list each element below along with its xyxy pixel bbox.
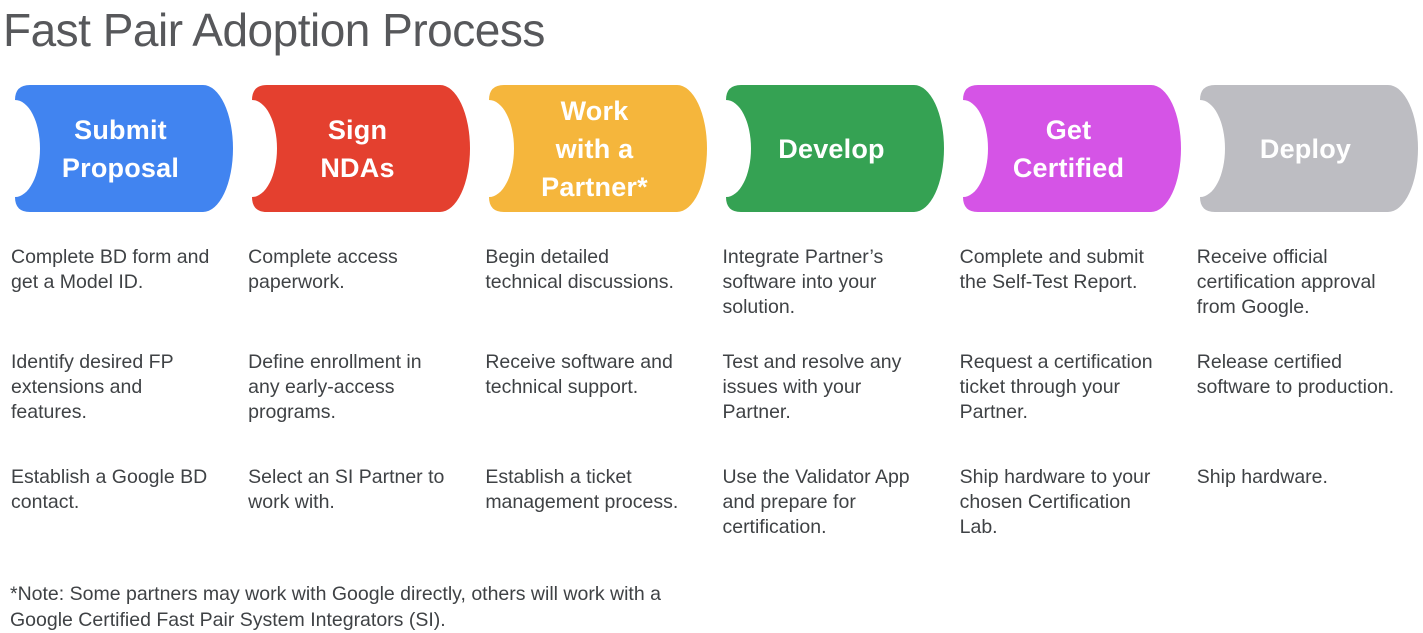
- step-text: Begin detailed technical discussions.: [485, 246, 674, 293]
- step-text: Define enrollment in any early-access pr…: [248, 351, 422, 423]
- stage-shape: [726, 85, 944, 212]
- step-text: Establish a Google BD contact.: [11, 466, 208, 513]
- stage-label-line: NDAs: [320, 152, 395, 183]
- stage-label-line: Get: [1045, 114, 1092, 145]
- stage-label-line: Certified: [1012, 152, 1125, 183]
- step-text: Identify desired FP extensions and featu…: [11, 351, 174, 423]
- footnote: *Note: Some partners may work with Googl…: [10, 581, 661, 633]
- step-text: Integrate Partner’s software into your s…: [722, 246, 884, 318]
- stage-label-line: with a: [555, 133, 634, 164]
- step-text: Request a certification ticket through y…: [959, 351, 1153, 423]
- stage-develop: Develop: [711, 85, 948, 212]
- step-text: Ship hardware.: [1196, 466, 1328, 488]
- footnote-line: *Note: Some partners may work with Googl…: [10, 583, 661, 605]
- stage-label-line: Submit: [74, 114, 167, 145]
- stage-shape-fill: [726, 85, 944, 212]
- step-text: Test and resolve any issues with your Pa…: [722, 351, 902, 423]
- stage-label: Work with a Partner*: [482, 85, 707, 212]
- step-text: Receive software and technical support.: [485, 351, 673, 398]
- stage-label-line: Proposal: [61, 152, 180, 183]
- stage-shape-fill: [1200, 85, 1418, 212]
- stage-label: Develop: [719, 85, 944, 212]
- step-text: Receive official certification approval …: [1196, 246, 1376, 318]
- stage-label: Deploy: [1193, 85, 1418, 212]
- step-text: Complete and submit the Self-Test Report…: [959, 246, 1144, 293]
- step-text: Select an SI Partner to work with.: [248, 466, 445, 513]
- stage-shape: [252, 85, 470, 212]
- step-text: Release certified software to production…: [1196, 351, 1395, 398]
- stage-label-line: Work: [560, 95, 629, 126]
- step-text: Establish a ticket management process.: [485, 466, 679, 513]
- page-title: Fast Pair Adoption Process: [3, 4, 545, 56]
- step-text: Use the Validator App and prepare for ce…: [722, 466, 910, 538]
- stage-shape-fill: [489, 85, 707, 212]
- stage-label-line: Partner*: [541, 171, 648, 202]
- stage-shape: [963, 85, 1181, 212]
- stage-shape-fill: [15, 85, 233, 212]
- step-text: Ship hardware to your chosen Certificati…: [959, 466, 1151, 538]
- stage-shape-fill: [963, 85, 1181, 212]
- stage-shape: [15, 85, 233, 212]
- stage-label-line: Deploy: [1259, 133, 1352, 164]
- step-text: Complete BD form and get a Model ID.: [11, 246, 210, 293]
- stage-label-line: Develop: [778, 133, 885, 164]
- stage-work-with-partner: Work with a Partner*: [474, 85, 711, 212]
- stage-shape: [489, 85, 707, 212]
- stage-shape: [1200, 85, 1418, 212]
- stage-deploy: Deploy: [1185, 85, 1422, 212]
- stage-shape-fill: [252, 85, 470, 212]
- stage-steps-grid: Complete BD form and get a Model ID. Com…: [0, 245, 1423, 540]
- step-text: Complete access paperwork.: [248, 246, 398, 293]
- stage-label-line: Sign: [327, 114, 388, 145]
- footnote-line: Google Certified Fast Pair System Integr…: [10, 609, 446, 631]
